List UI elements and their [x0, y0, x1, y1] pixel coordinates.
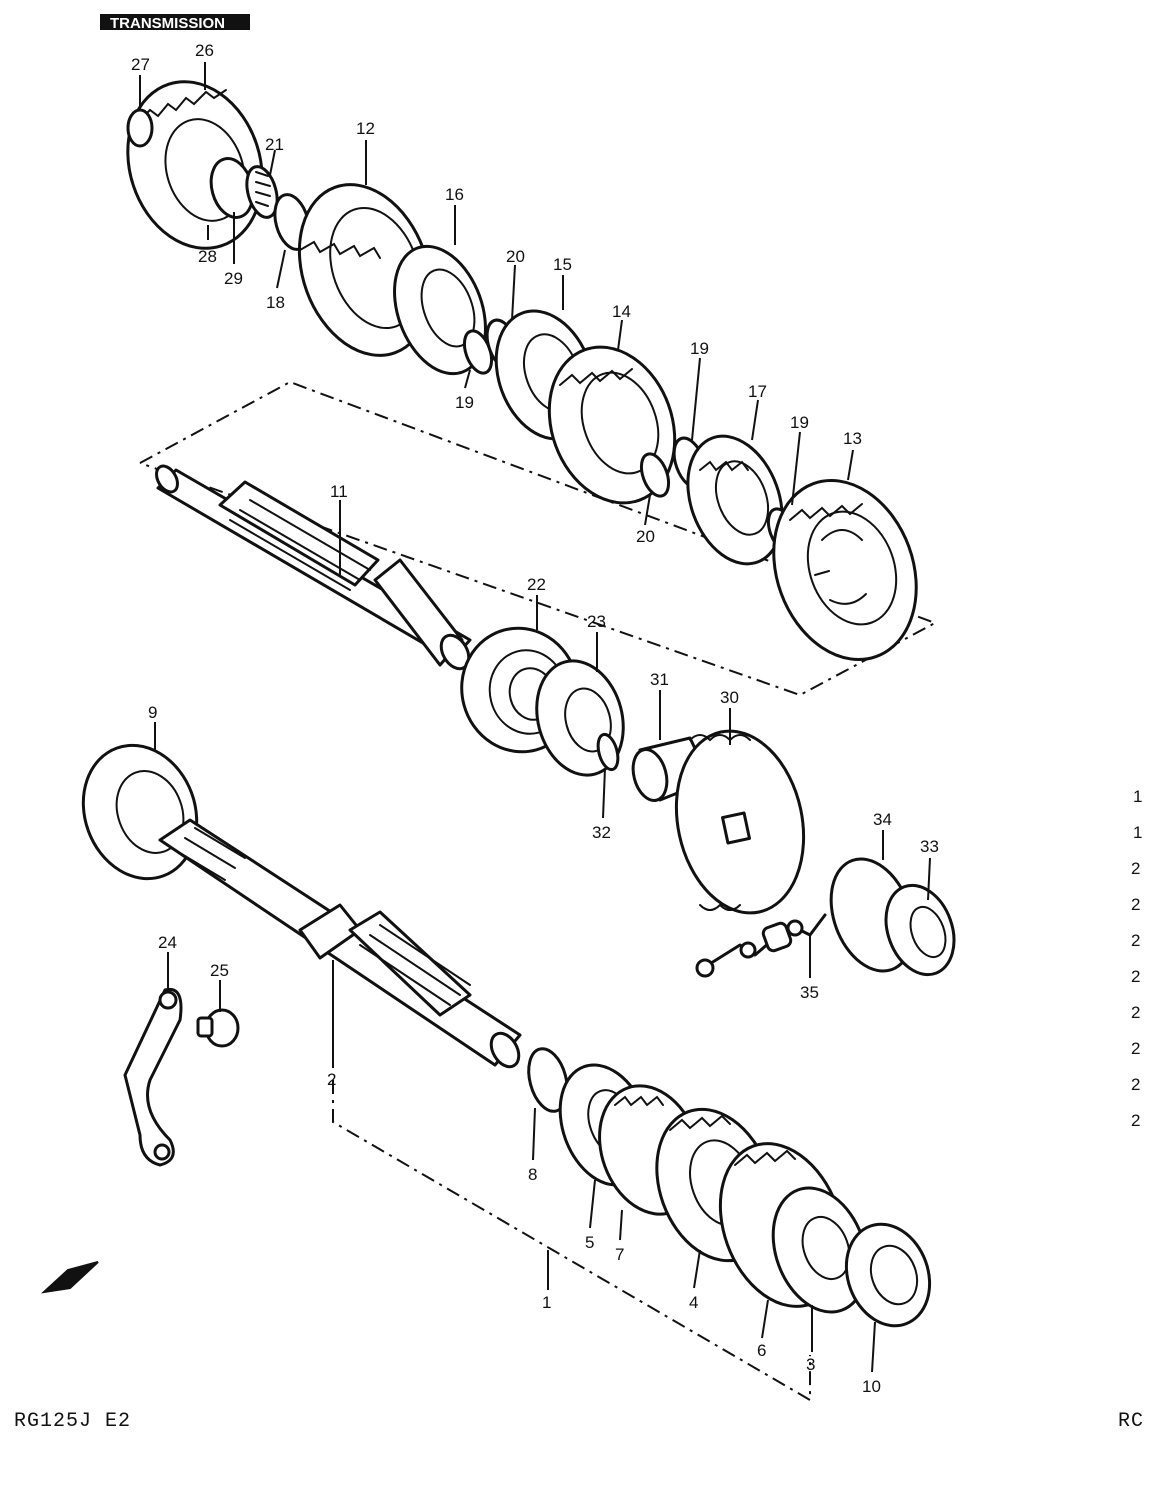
bushing-21 [245, 165, 279, 219]
callout-12: 12 [356, 119, 375, 138]
callout-5: 5 [585, 1233, 594, 1252]
circlip-8 [527, 1047, 569, 1113]
gear-13 [772, 478, 918, 662]
gear-17 [686, 434, 784, 566]
callout-6: 6 [757, 1341, 766, 1360]
callout-31: 31 [650, 670, 669, 689]
callout-27: 27 [131, 55, 150, 74]
callout-10: 10 [862, 1377, 881, 1396]
callout-14: 14 [612, 302, 631, 321]
countershaft-11 [155, 464, 472, 671]
drive-chain-35 [695, 913, 827, 978]
callout-22: 22 [527, 575, 546, 594]
callout-35: 35 [800, 983, 819, 1002]
callout-7: 7 [615, 1245, 624, 1264]
callout-1: 1 [542, 1293, 551, 1312]
main-shaft-assembly-bracket [332, 1080, 811, 1402]
edge-mark: 2 [1131, 895, 1140, 914]
edge-mark: 2 [1131, 859, 1140, 878]
callout-16: 16 [445, 185, 464, 204]
callout-34: 34 [873, 810, 892, 829]
bolt-25 [196, 1008, 240, 1048]
callout-9: 9 [148, 703, 157, 722]
edge-mark: 2 [1131, 1111, 1140, 1130]
callout-24: 24 [158, 933, 177, 952]
callout-15: 15 [553, 255, 572, 274]
callout-21: 21 [265, 135, 284, 154]
footer-right-fragment: RC [1118, 1410, 1144, 1433]
callout-3: 3 [806, 1355, 815, 1374]
edge-mark: 1 [1133, 787, 1142, 806]
callout-17: 17 [748, 382, 767, 401]
edge-mark: 2 [1131, 1039, 1140, 1058]
callout-19-c: 19 [790, 413, 809, 432]
edge-mark: 2 [1131, 1075, 1140, 1094]
edge-mark: 2 [1131, 1003, 1140, 1022]
callout-26: 26 [195, 41, 214, 60]
callout-18: 18 [266, 293, 285, 312]
callout-11: 11 [330, 482, 348, 501]
edge-mark: 2 [1131, 967, 1140, 986]
header-bar [100, 14, 250, 30]
gear-26 [126, 80, 264, 250]
o-ring-32 [596, 732, 620, 772]
gear-16 [393, 244, 487, 376]
header-title: TRANSMISSION [110, 15, 225, 32]
circlip-27 [126, 108, 154, 148]
edge-reference-marks: 1 1 2 2 2 2 2 2 2 2 [1131, 787, 1142, 1130]
callout-33: 33 [920, 837, 939, 856]
callout-23: 23 [587, 612, 606, 631]
callout-19-a: 19 [455, 393, 474, 412]
callout-20-b: 20 [636, 527, 655, 546]
main-shaft-2 [158, 818, 522, 1069]
callout-2: 2 [327, 1070, 336, 1089]
model-code-label: RG125J E2 [14, 1410, 131, 1433]
callout-19-b: 19 [690, 339, 709, 358]
spacer-33 [884, 883, 956, 977]
callout-29: 29 [224, 269, 243, 288]
callout-25: 25 [210, 961, 229, 980]
callout-4: 4 [689, 1293, 698, 1312]
lever-24 [123, 987, 183, 1167]
bearing-10 [844, 1222, 932, 1328]
washer-20-b [639, 452, 671, 498]
sprocket-30 [674, 729, 806, 915]
callout-8: 8 [528, 1165, 537, 1184]
front-arrow-icon [40, 1261, 99, 1294]
bearing-9 [81, 743, 199, 881]
edge-mark: 1 [1133, 823, 1142, 842]
leader-lines [139, 62, 931, 1373]
gear-3 [771, 1186, 869, 1314]
callout-20-a: 20 [506, 247, 525, 266]
callout-13: 13 [843, 429, 862, 448]
edge-mark: 2 [1131, 931, 1140, 950]
callout-32: 32 [592, 823, 611, 842]
callout-28: 28 [198, 247, 217, 266]
callout-30: 30 [720, 688, 739, 707]
